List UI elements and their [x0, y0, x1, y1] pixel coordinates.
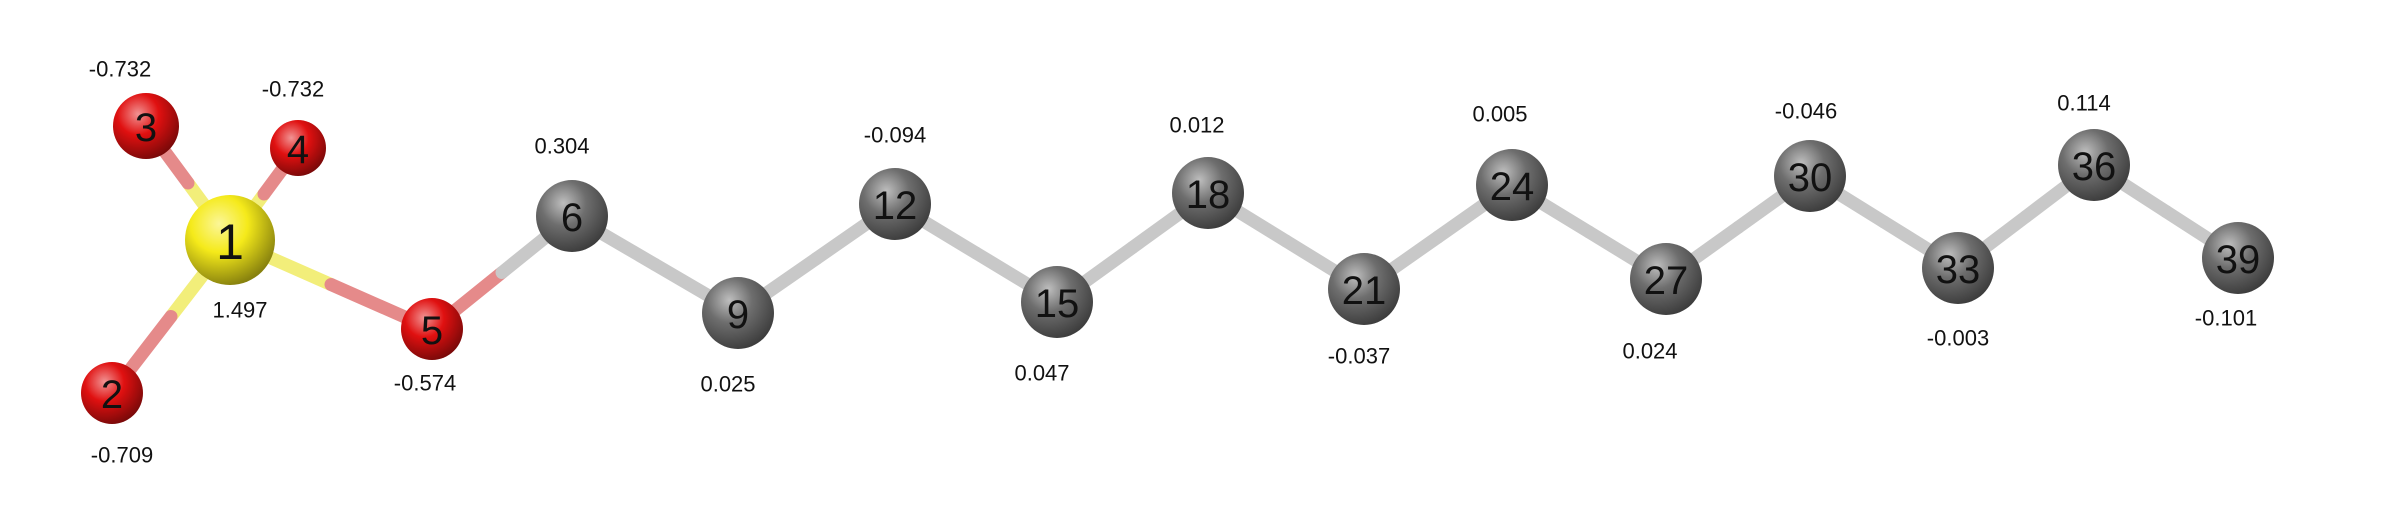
atom-number-label: 4: [287, 128, 309, 172]
atom-1: 1: [185, 195, 275, 285]
atom-number-label: 36: [2072, 145, 2117, 189]
atom-sphere: [859, 168, 931, 240]
atom-36: 36: [2058, 129, 2130, 201]
atom-12: 12: [859, 168, 931, 240]
atom-number-label: 33: [1936, 248, 1981, 292]
charge-label-5: -0.574: [394, 371, 456, 396]
atom-21: 21: [1328, 253, 1400, 325]
atom-number-label: 6: [561, 196, 583, 240]
charge-label-18: 0.012: [1169, 113, 1224, 138]
atom-15: 15: [1021, 266, 1093, 338]
atom-sphere: [1922, 232, 1994, 304]
charge-labels-layer: 1.497 -0.709 -0.732 -0.732 -0.574 0.304 0.025 -…: [89, 57, 2257, 468]
atom-number-label: 27: [1644, 259, 1689, 303]
atom-9: 9: [702, 277, 774, 349]
atom-number-label: 15: [1035, 282, 1080, 326]
charge-label-21: -0.037: [1328, 344, 1390, 369]
atom-4: 4: [270, 120, 326, 176]
charge-label-9: 0.025: [700, 372, 755, 397]
atom-33: 33: [1922, 232, 1994, 304]
atom-number-label: 5: [421, 309, 443, 353]
atom-39: 39: [2202, 222, 2274, 294]
atom-number-label: 1: [216, 214, 244, 270]
charge-label-4: -0.732: [262, 77, 324, 102]
charge-label-3: -0.732: [89, 57, 151, 82]
atom-number-label: 12: [873, 184, 918, 228]
atom-sphere: [1774, 140, 1846, 212]
atom-3: 3: [113, 93, 179, 159]
atom-sphere: [1172, 157, 1244, 229]
atom-number-label: 21: [1342, 269, 1387, 313]
charge-label-36: 0.114: [2057, 91, 2110, 116]
atom-sphere: [81, 362, 143, 424]
atom-number-label: 3: [135, 106, 157, 150]
atom-6: 6: [536, 180, 608, 252]
atom-sphere: [401, 298, 463, 360]
atom-number-label: 30: [1788, 156, 1833, 200]
atom-sphere: [1630, 243, 1702, 315]
atom-sphere: [536, 180, 608, 252]
atom-sphere: [1021, 266, 1093, 338]
atom-number-label: 18: [1186, 173, 1231, 217]
atom-sphere: [2058, 129, 2130, 201]
atom-sphere: [270, 120, 326, 176]
atom-number-label: 9: [727, 293, 749, 337]
atom-sphere: [1328, 253, 1400, 325]
atom-sphere: [2202, 222, 2274, 294]
atom-sphere: [702, 277, 774, 349]
atom-24: 24: [1476, 149, 1548, 221]
charge-label-12: -0.094: [864, 123, 926, 148]
charge-label-30: -0.046: [1775, 99, 1837, 124]
charge-label-1: 1.497: [212, 298, 267, 323]
atom-sphere: [1476, 149, 1548, 221]
atom-18: 18: [1172, 157, 1244, 229]
atom-5: 5: [401, 298, 463, 360]
atom-number-label: 39: [2216, 238, 2261, 282]
charge-label-33: -0.003: [1927, 326, 1989, 351]
atom-27: 27: [1630, 243, 1702, 315]
atom-sphere: [185, 195, 275, 285]
charge-label-2: -0.709: [91, 443, 153, 468]
atom-sphere: [113, 93, 179, 159]
atom-number-label: 24: [1490, 165, 1535, 209]
atom-30: 30: [1774, 140, 1846, 212]
atom-2: 2: [81, 362, 143, 424]
charge-label-15: 0.047: [1014, 361, 1069, 386]
charge-label-27: 0.024: [1622, 339, 1677, 364]
charge-label-6: 0.304: [534, 134, 589, 159]
atom-number-label: 2: [101, 373, 123, 417]
charge-label-24: 0.005: [1472, 102, 1527, 127]
charge-label-39: -0.101: [2195, 306, 2257, 331]
